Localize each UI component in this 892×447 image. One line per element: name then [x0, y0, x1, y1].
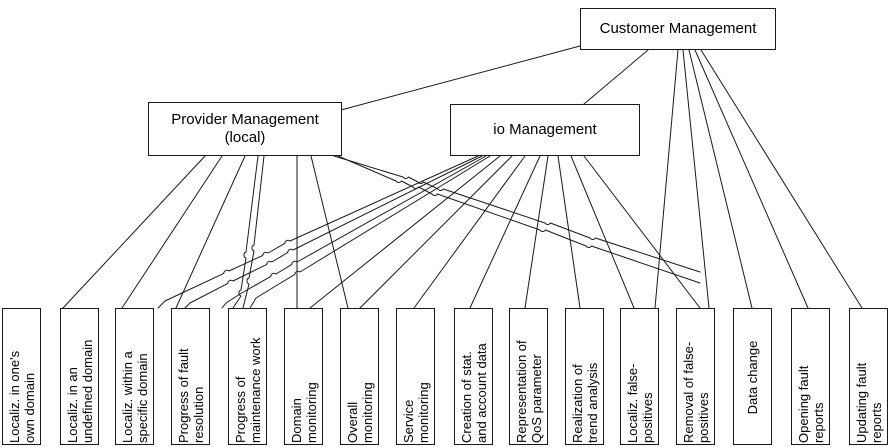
node-provider-management[interactable]: Provider Management (local) — [148, 102, 342, 156]
edge-io-localiz-false-positives — [570, 155, 635, 309]
edge-io-overall-monitoring — [359, 155, 513, 309]
leaf-node[interactable]: Localiz. false- positives — [620, 308, 659, 445]
leaf-label: Removal of false- positives — [680, 341, 711, 443]
leaf-label: Overall monitoring — [344, 382, 375, 443]
edge-io-service-monitoring — [413, 155, 526, 309]
leaf-rotated-text: Removal of false- positives — [677, 309, 714, 444]
leaf-node[interactable]: Creation of stat. and account data — [454, 308, 493, 445]
leaf-label: Progress of fault resolution — [175, 348, 206, 443]
leaf-node[interactable]: Progress of maintenance work — [228, 308, 267, 445]
edge-provider-progress-maintenance — [242, 155, 265, 309]
edge-io-long-left-3 — [221, 155, 487, 309]
leaf-rotated-text: Localiz. within a specific domain — [116, 309, 153, 444]
leaf-node[interactable]: Removal of false- positives — [676, 308, 715, 445]
leaf-rotated-text: Localiz. in an undefined domain — [61, 309, 98, 444]
leaf-node[interactable]: Localiz. in an undefined domain — [60, 308, 99, 445]
edge-customer-provider — [340, 45, 581, 111]
leaf-node[interactable]: Realization of trend analysis — [565, 308, 604, 445]
leaf-node[interactable]: Overall monitoring — [340, 308, 379, 445]
leaf-label: Progress of maintenance work — [232, 337, 263, 444]
leaf-label: Realization of trend analysis — [569, 362, 600, 443]
leaf-rotated-text: Service monitoring — [397, 309, 434, 444]
leaf-rotated-text: Progress of fault resolution — [172, 309, 209, 444]
node-customer-management[interactable]: Customer Management — [580, 8, 776, 50]
edge-customer-localiz-false-positives — [654, 49, 679, 309]
edge-customer-io — [583, 49, 649, 105]
leaf-node[interactable]: Opening fault reports — [791, 308, 830, 445]
leaf-rotated-text: Updating fault reports — [850, 309, 887, 444]
node-io-management-label: io Management — [493, 121, 597, 139]
edge-customer-updating-fault — [700, 49, 863, 309]
leaf-rotated-text: Localiz. false- positives — [621, 309, 658, 444]
edge-io-long-left-4 — [249, 155, 491, 309]
leaf-rotated-text: Progress of maintenance work — [229, 309, 266, 444]
edge-provider-localiz-undefined — [121, 155, 223, 309]
leaf-rotated-text: Localiz. in one's own domain — [3, 309, 40, 444]
node-provider-management-label: Provider Management (local) — [171, 111, 319, 146]
leaf-node[interactable]: Domain monitoring — [284, 308, 323, 445]
leaf-label: Localiz. false- positives — [624, 363, 655, 443]
edge-provider-progress-fault — [232, 155, 259, 309]
edge-customer-removal-false-positives — [682, 49, 710, 309]
edge-provider-localiz-own-domain — [62, 155, 206, 309]
leaf-label: Localiz. in an undefined domain — [64, 339, 95, 443]
edge-io-domain-monitoring — [309, 155, 501, 309]
leaf-rotated-text: Realization of trend analysis — [566, 309, 603, 444]
leaf-node[interactable]: Progress of fault resolution — [171, 308, 210, 445]
edge-io-long-left-1 — [157, 155, 479, 309]
edge-io-representation-qos — [524, 155, 549, 309]
leaf-rotated-text: Data change — [734, 309, 771, 444]
edge-io-realization-trend — [557, 155, 581, 309]
edge-customer-data-change — [688, 49, 753, 309]
leaf-node[interactable]: Localiz. in one's own domain — [2, 308, 41, 445]
leaf-label: Updating fault reports — [853, 362, 884, 443]
edge-provider-overall-monitoring — [310, 155, 349, 309]
edge-io-removal-false-positives — [583, 155, 701, 309]
edge-provider-long-b — [337, 155, 701, 284]
leaf-rotated-text: Domain monitoring — [285, 309, 322, 444]
edge-io-creation-stat — [469, 155, 541, 309]
leaf-node[interactable]: Localiz. within a specific domain — [115, 308, 154, 445]
leaf-label: Opening fault reports — [795, 365, 826, 443]
leaf-label: Data change — [745, 340, 761, 415]
leaf-label: Localiz. in one's own domain — [6, 350, 37, 443]
edge-io-long-left-2 — [184, 155, 483, 309]
leaf-label: Creation of stat. and account data — [458, 343, 489, 443]
leaf-label: Domain monitoring — [288, 382, 319, 443]
edge-provider-long-a — [333, 155, 701, 273]
leaf-node[interactable]: Data change — [733, 308, 772, 445]
leaf-label: Representation of QoS parameter — [513, 340, 544, 443]
leaf-node[interactable]: Updating fault reports — [849, 308, 888, 445]
edge-provider-localiz-specific — [175, 155, 246, 309]
edge-customer-opening-fault — [694, 49, 809, 309]
node-io-management[interactable]: io Management — [450, 104, 640, 156]
leaf-rotated-text: Representation of QoS parameter — [510, 309, 547, 444]
leaf-rotated-text: Creation of stat. and account data — [455, 309, 492, 444]
leaf-label: Localiz. within a specific domain — [119, 351, 150, 443]
leaf-label: Service monitoring — [400, 382, 431, 443]
leaf-rotated-text: Opening fault reports — [792, 309, 829, 444]
node-customer-management-label: Customer Management — [599, 20, 757, 38]
leaf-node[interactable]: Representation of QoS parameter — [509, 308, 548, 445]
leaf-node[interactable]: Service monitoring — [396, 308, 435, 445]
leaf-rotated-text: Overall monitoring — [341, 309, 378, 444]
